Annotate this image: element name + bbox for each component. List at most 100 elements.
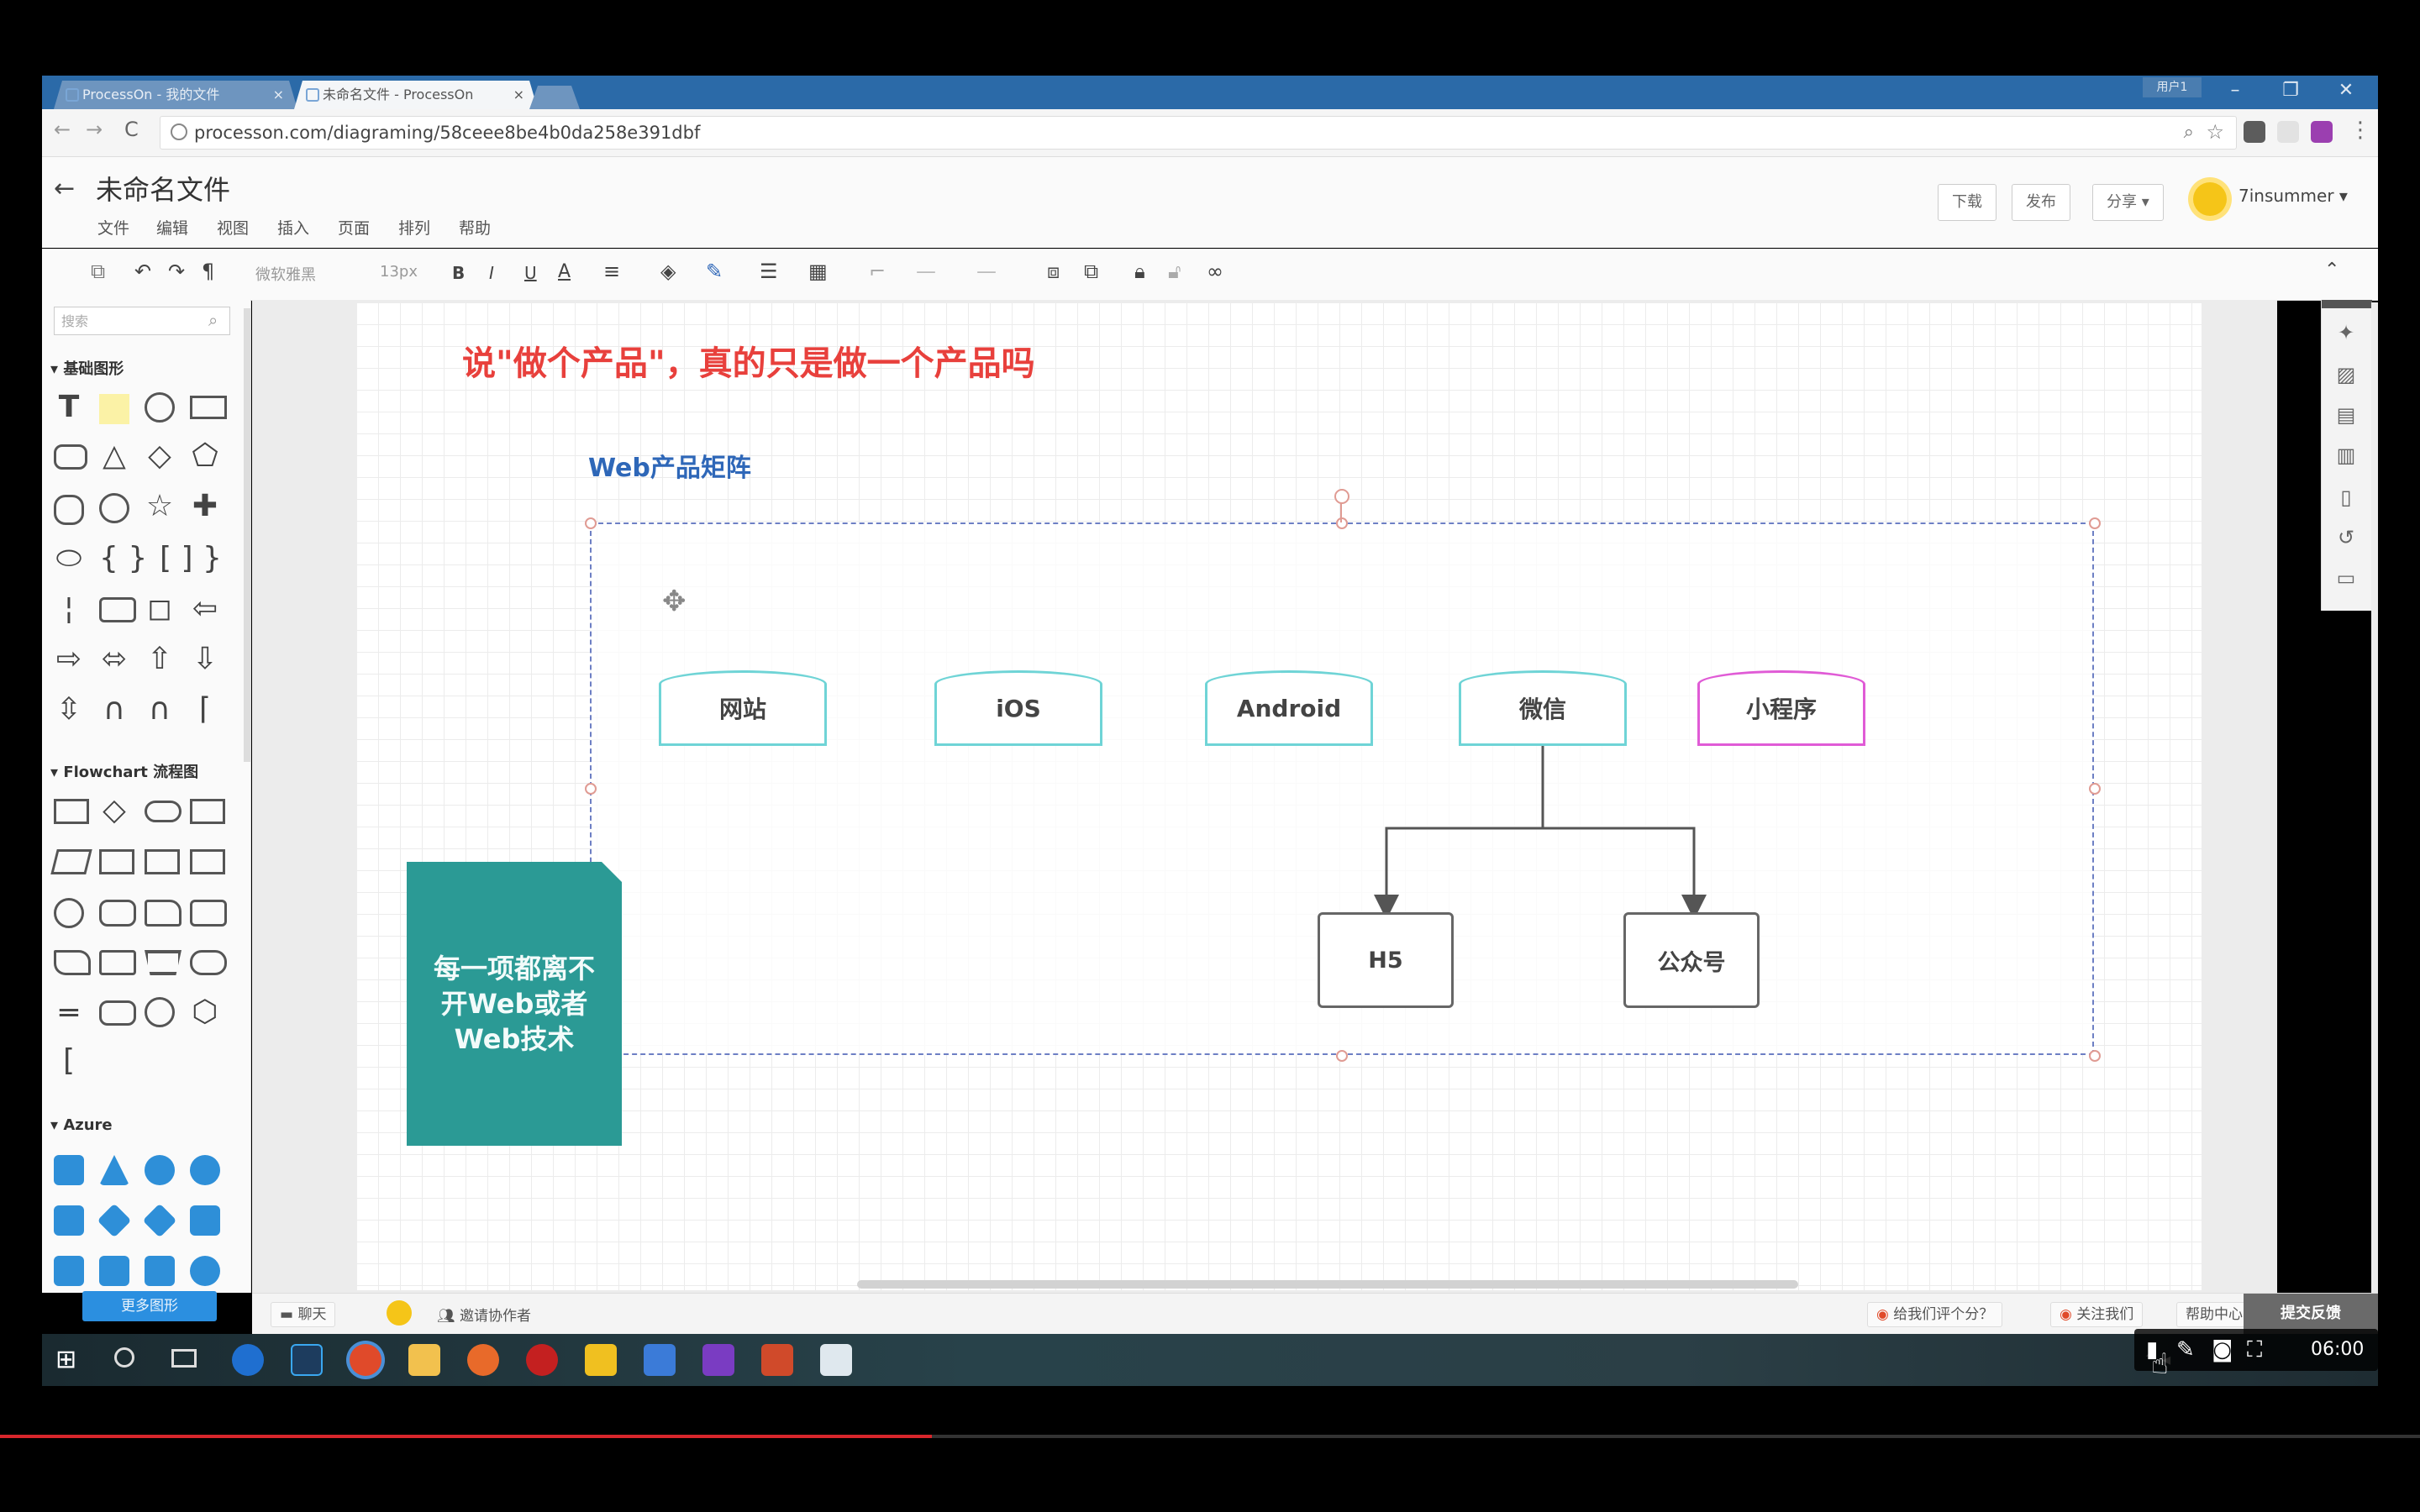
parallel-mode-shape-icon[interactable]: ═: [60, 996, 78, 1031]
line-style-icon[interactable]: ▦: [808, 260, 828, 283]
move-icon[interactable]: ✥: [662, 585, 687, 618]
redo-icon[interactable]: ↷: [168, 260, 186, 283]
azure-service-icon[interactable]: [145, 1256, 175, 1286]
cross-shape-icon[interactable]: ✚: [192, 489, 218, 523]
u-turn-2-shape-icon[interactable]: ∩: [148, 692, 171, 727]
star-icon[interactable]: ☆: [2206, 120, 2224, 144]
resize-handle-n[interactable]: [1336, 517, 1348, 529]
braces-shape-icon[interactable]: { }: [99, 541, 148, 575]
connector-icon[interactable]: ⌐: [869, 260, 886, 283]
loop-limit-shape-icon[interactable]: [99, 1000, 136, 1026]
menu-insert[interactable]: 插入: [277, 219, 310, 238]
azure-role-icon[interactable]: [54, 1155, 84, 1185]
comment-icon[interactable]: ▭: [2336, 566, 2356, 590]
screenshot-icon[interactable]: ▮: [2146, 1337, 2159, 1362]
menu-help[interactable]: 帮助: [459, 219, 492, 238]
preparation-shape-icon[interactable]: [190, 950, 227, 975]
resize-handle-s[interactable]: [1336, 1050, 1348, 1062]
updown-arrow-shape-icon[interactable]: ⇳: [55, 692, 82, 727]
brackets-shape-icon[interactable]: [ ] }: [160, 541, 222, 575]
link-icon[interactable]: ∞: [1207, 260, 1223, 283]
document-title[interactable]: 未命名文件: [96, 174, 231, 206]
close-tab-icon[interactable]: ×: [513, 87, 524, 102]
resize-handle-nw[interactable]: [585, 517, 597, 529]
node-weixin[interactable]: 微信: [1459, 670, 1627, 746]
windows-start-icon[interactable]: ⊞: [55, 1345, 77, 1374]
internal-storage-shape-icon[interactable]: [190, 849, 225, 874]
off-page-ref-shape-icon[interactable]: ⬡: [192, 995, 218, 1029]
user-avatar[interactable]: [2193, 182, 2227, 216]
down-arrow-shape-icon[interactable]: ⇩: [192, 642, 218, 676]
publish-button[interactable]: 发布: [2012, 184, 2070, 221]
onenote-app-icon[interactable]: [702, 1344, 734, 1376]
navigator-icon[interactable]: ✦: [2337, 321, 2355, 344]
firefox-app-icon[interactable]: [467, 1344, 499, 1376]
right-panel-grip[interactable]: [2322, 300, 2372, 308]
cloud-shape-icon[interactable]: ⬭: [55, 541, 82, 575]
up-arrow-shape-icon[interactable]: ⇧: [146, 642, 173, 676]
forward-icon[interactable]: →: [86, 118, 103, 141]
rounded-square-shape-icon[interactable]: [54, 495, 84, 525]
node-official-account[interactable]: 公众号: [1623, 912, 1760, 1008]
download-button[interactable]: 下载: [1938, 184, 1996, 221]
collapse-toolbar-icon[interactable]: ⌃: [2324, 260, 2340, 281]
note-shape-icon[interactable]: [99, 394, 129, 424]
style-icon[interactable]: ▨: [2336, 363, 2356, 386]
corner-arrow-shape-icon[interactable]: ⌈: [198, 692, 212, 727]
azure-tools-icon[interactable]: [99, 1256, 129, 1286]
u-turn-arrow-shape-icon[interactable]: ∩: [103, 692, 126, 727]
panel-scrollbar[interactable]: [244, 308, 250, 762]
rounded-rect-shape-icon[interactable]: [54, 444, 87, 470]
zoom-icon[interactable]: ⌕: [2183, 122, 2194, 143]
info-icon[interactable]: [171, 123, 187, 140]
tab-untitled-file[interactable]: 未命名文件 - ProcessOn ×: [294, 81, 538, 109]
resize-handle-se[interactable]: [2089, 1050, 2101, 1062]
end-arrow-icon[interactable]: —: [976, 260, 997, 283]
annotation-shape-icon[interactable]: [: [62, 1043, 76, 1078]
rate-us-button[interactable]: ◉ 给我们评个分？: [1867, 1302, 2003, 1327]
back-to-files-icon[interactable]: ←: [54, 174, 76, 203]
azure-upload-icon[interactable]: [190, 1205, 220, 1236]
menu-view[interactable]: 视图: [217, 219, 250, 238]
new-tab-button[interactable]: [529, 86, 580, 109]
powerpoint-app-icon[interactable]: [761, 1344, 793, 1376]
process-shape-icon[interactable]: [54, 799, 89, 824]
node-h5[interactable]: H5: [1318, 912, 1454, 1008]
submit-feedback-button[interactable]: 提交反馈: [2244, 1294, 2378, 1334]
invite-collaborator-button[interactable]: 👥︎ 邀请协作者: [437, 1308, 531, 1325]
shape-search-input[interactable]: 搜索: [54, 307, 230, 335]
left-arrow-shape-icon[interactable]: ⇦: [192, 591, 218, 626]
unlock-icon[interactable]: 🔓︎: [1168, 260, 1181, 283]
username[interactable]: 7insummer ▾: [2238, 186, 2348, 206]
close-tab-icon[interactable]: ×: [272, 87, 284, 102]
rotate-handle[interactable]: [1334, 489, 1349, 504]
azure-storage-icon[interactable]: [54, 1205, 84, 1236]
resize-handle-e[interactable]: [2089, 783, 2101, 795]
file-explorer-app-icon[interactable]: [408, 1344, 440, 1376]
resize-handle-ne[interactable]: [2089, 517, 2101, 529]
section-flowchart[interactable]: ▾ Flowchart 流程图: [50, 764, 199, 781]
terminator-shape-icon[interactable]: [145, 801, 182, 822]
tab-my-files[interactable]: ProcessOn - 我的文件 ×: [54, 81, 297, 109]
punched-tape-shape-icon[interactable]: [54, 950, 91, 975]
diamond-shape-icon[interactable]: ◇: [148, 438, 171, 473]
back-icon[interactable]: ←: [54, 118, 71, 141]
fill-color-icon[interactable]: ◈: [660, 260, 676, 283]
camera-icon[interactable]: ◙: [2212, 1337, 2233, 1362]
help-center-link[interactable]: 帮助中心: [2176, 1302, 2252, 1327]
font-color-button[interactable]: A: [558, 261, 571, 282]
chrome-app-icon[interactable]: [350, 1344, 381, 1376]
sequential-data-shape-icon[interactable]: [99, 900, 136, 927]
menu-arrange[interactable]: 排列: [398, 219, 431, 238]
line-color-icon[interactable]: ✎: [706, 260, 723, 283]
card-flow-shape-icon[interactable]: [190, 900, 227, 927]
on-page-ref-shape-icon[interactable]: [145, 997, 175, 1027]
begin-arrow-icon[interactable]: —: [916, 260, 936, 283]
manual-input-shape-icon[interactable]: [145, 900, 182, 927]
rectangle-shape-icon[interactable]: [190, 396, 227, 419]
follow-us-button[interactable]: ◉ 关注我们: [2050, 1302, 2144, 1327]
predefined-process-shape-icon[interactable]: [99, 849, 134, 874]
collaborator-avatar[interactable]: [387, 1300, 412, 1326]
attachment-icon[interactable]: ▯: [2340, 486, 2352, 509]
page-style-icon[interactable]: ▤: [2336, 403, 2356, 427]
